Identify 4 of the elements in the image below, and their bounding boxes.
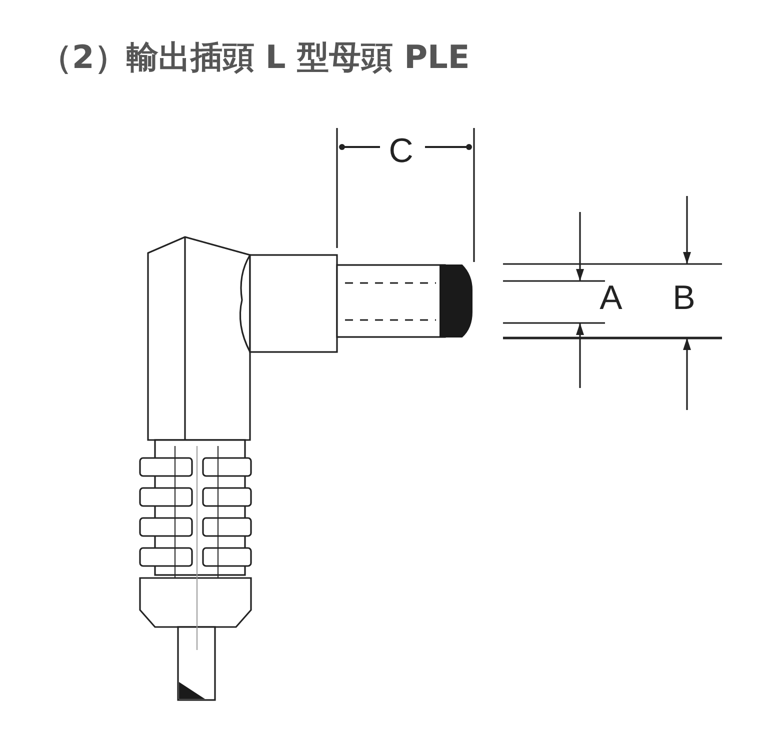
dimension-label: C [388, 134, 414, 168]
dimension-label: A [600, 281, 622, 315]
title: （2）輸出插頭 L 型母頭 PLE [40, 37, 470, 78]
dimension-label: B [672, 281, 696, 315]
